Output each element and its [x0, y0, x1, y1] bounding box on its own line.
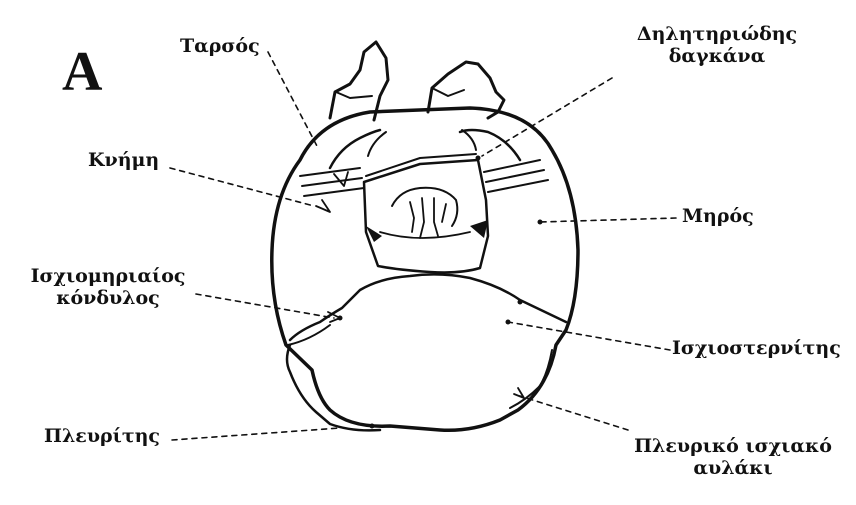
leader-coxosternite: [508, 322, 670, 350]
mouth-lower-arc: [380, 232, 470, 238]
dot-coxosternite: [506, 320, 511, 325]
mouth-inner-right: [434, 198, 438, 236]
leader-pleurite: [172, 428, 340, 440]
label-venom-claw: Δηλητηριώδης δαγκάνα: [612, 24, 822, 68]
label-venom-claw-line1: Δηλητηριώδης: [612, 24, 822, 46]
label-groove-line2: αυλάκι: [620, 458, 846, 480]
left-antenna: [330, 42, 388, 120]
label-tarsos: Ταρσός: [180, 36, 260, 58]
arrow-pleural-groove: [514, 388, 524, 398]
leader-condyle: [196, 294, 334, 318]
left-antenna-segment: [336, 92, 372, 98]
label-condyle-line2: κόνδυλος: [18, 288, 198, 310]
mouth-inner-left: [410, 202, 414, 232]
dot-condyle: [338, 316, 343, 321]
head-capsule: [272, 108, 578, 430]
dot-sternite-edge: [518, 300, 523, 305]
leader-tarsos: [268, 52, 318, 148]
right-forcipule-tip: [462, 130, 476, 150]
label-pleurite: Πλευρίτης: [44, 426, 160, 448]
panel-label: A: [62, 44, 102, 100]
label-femur: Μηρός: [682, 206, 754, 228]
arrow-tibia: [316, 200, 330, 212]
leader-pleural-groove: [520, 396, 628, 430]
mouth-inner-right2: [442, 204, 446, 222]
label-groove-line1: Πλευρικό ισχιακό: [620, 436, 846, 458]
label-condyle-line1: Ισχιομηριαίος: [18, 266, 198, 288]
label-pleural-coxal-groove: Πλευρικό ισχιακό αυλάκι: [620, 436, 846, 480]
coxosternite-border: [290, 274, 566, 340]
dot-femur: [538, 220, 543, 225]
mouth-inner-mid: [420, 198, 424, 238]
label-coxo-femoral-condyle: Ισχιομηριαίος κόνδυλος: [18, 266, 198, 310]
dot-pleurite: [370, 424, 375, 429]
left-tibia-band: [300, 168, 364, 196]
leader-femur: [540, 218, 676, 222]
left-forcipule-tip: [368, 132, 386, 156]
label-coxosternite: Ισχιοστερνίτης: [672, 338, 841, 360]
label-tibia: Κνήμη: [88, 150, 159, 172]
label-venom-claw-line2: δαγκάνα: [612, 46, 822, 68]
right-antenna-segment: [432, 88, 464, 96]
arrow-tarsos: [334, 172, 348, 186]
left-forcipule: [330, 130, 380, 168]
central-plate: [364, 160, 488, 273]
right-claw-tooth: [470, 220, 488, 238]
dot-venom: [476, 156, 481, 161]
right-tibia-band: [484, 160, 548, 192]
